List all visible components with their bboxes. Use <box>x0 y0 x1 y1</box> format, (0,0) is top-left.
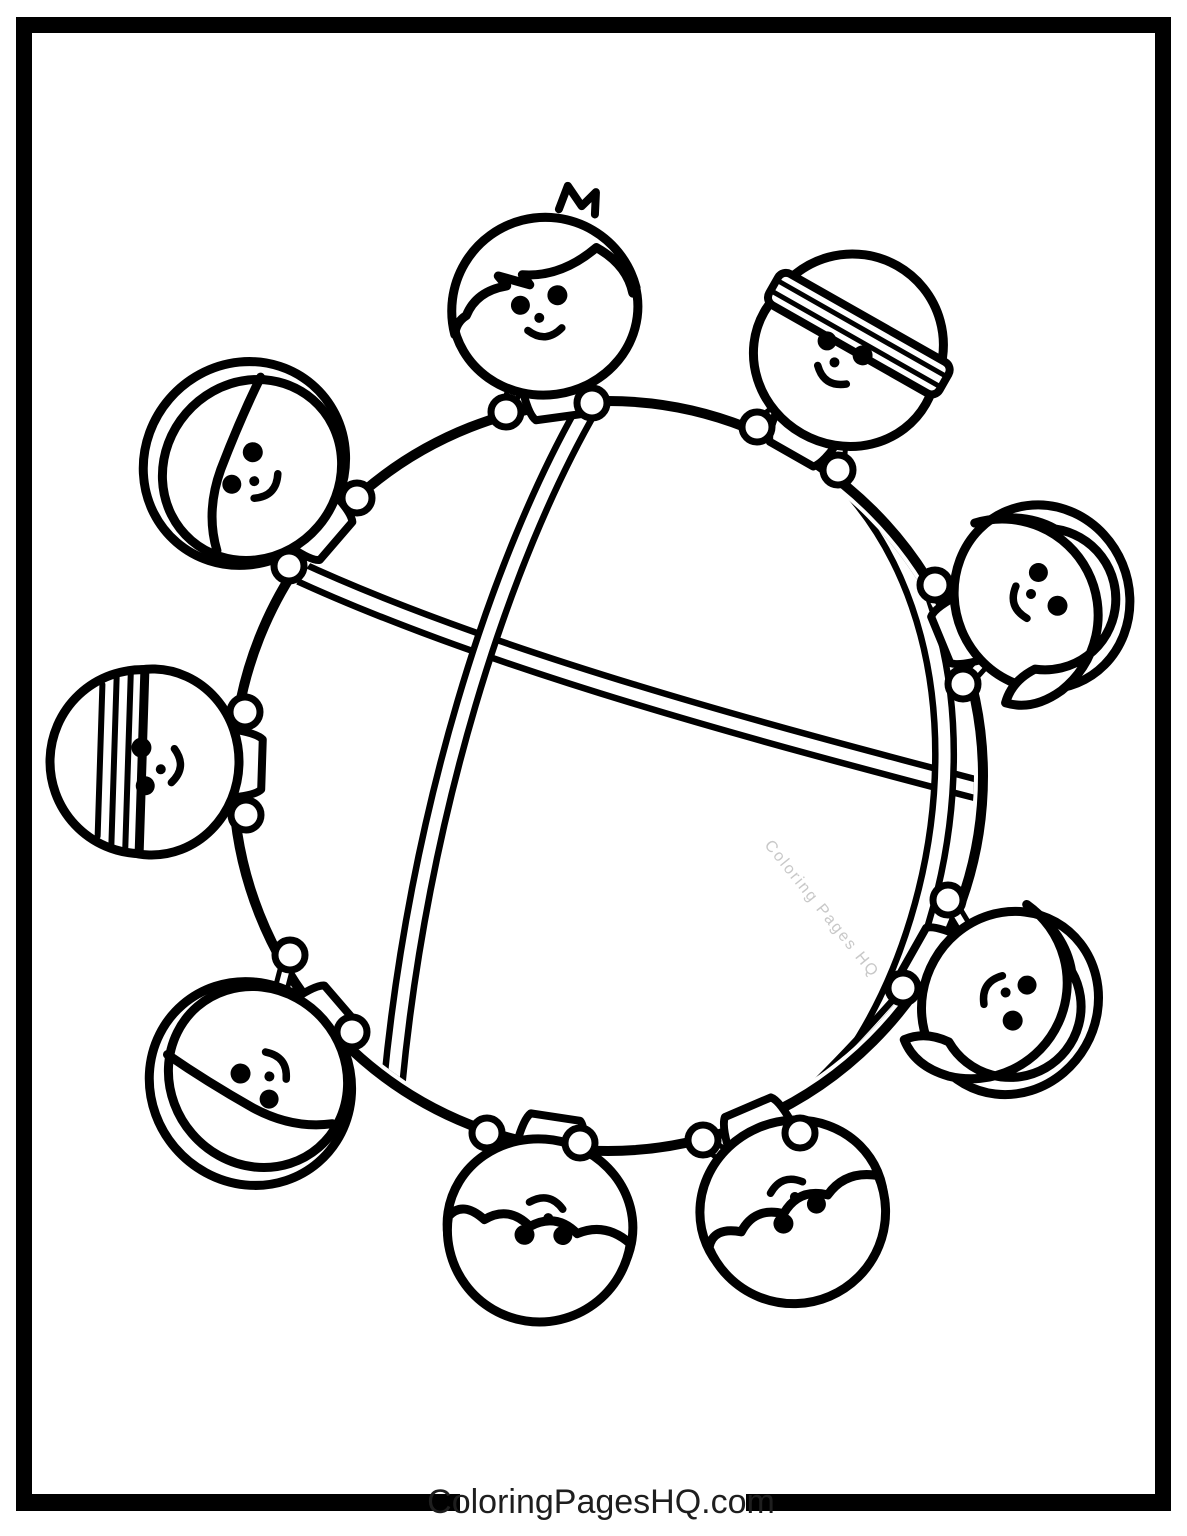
hand <box>929 881 967 919</box>
smile <box>766 1175 807 1198</box>
smile <box>979 971 1007 1009</box>
eye <box>553 1226 573 1246</box>
frame-top <box>16 17 1171 33</box>
hair-front <box>763 249 954 399</box>
hand <box>487 393 525 431</box>
child-left <box>45 664 267 860</box>
child-bottom-left <box>442 1109 638 1327</box>
hand <box>271 936 309 974</box>
hand <box>781 1114 819 1152</box>
eye <box>806 1194 826 1214</box>
frame-bottom-left <box>16 1494 460 1511</box>
eye <box>230 1063 251 1084</box>
frame-left <box>16 17 32 1511</box>
basketball <box>228 396 988 1156</box>
seam-line <box>289 564 974 798</box>
smile <box>524 324 566 341</box>
smile <box>167 744 185 787</box>
hair-front <box>704 1170 891 1309</box>
hair-front <box>899 899 1086 1084</box>
footer-site-label: ColoringPagesHQ.com <box>427 1483 775 1521</box>
hand <box>468 1114 506 1152</box>
eye <box>1017 975 1037 995</box>
nose <box>829 357 840 368</box>
children-layer <box>45 181 1135 1327</box>
eye <box>242 442 263 463</box>
hand <box>333 1013 371 1051</box>
eye <box>547 285 568 306</box>
eye <box>135 776 155 796</box>
child-top-right <box>738 249 954 489</box>
nose <box>155 764 166 775</box>
nose <box>249 476 260 487</box>
hand <box>227 796 265 834</box>
hand <box>338 479 376 517</box>
hand <box>819 451 857 489</box>
eye <box>514 1224 535 1245</box>
eye <box>1047 595 1068 616</box>
hair-front <box>45 665 150 859</box>
smile <box>250 469 282 502</box>
smile <box>1009 582 1031 623</box>
nose <box>1000 987 1011 998</box>
child-lower-right <box>884 881 1103 1100</box>
child-upper-left <box>138 357 376 585</box>
hand <box>573 384 611 422</box>
eye <box>259 1089 279 1109</box>
hand <box>226 693 264 731</box>
eye <box>1002 1010 1023 1031</box>
eye <box>510 295 530 315</box>
hair-front <box>970 513 1121 710</box>
hair-front <box>207 372 266 556</box>
hand <box>270 547 308 585</box>
hand <box>738 408 776 446</box>
hair-front <box>442 1204 635 1327</box>
smile <box>525 1194 567 1213</box>
eye <box>817 331 837 351</box>
head <box>157 375 347 565</box>
hair-front <box>447 181 641 339</box>
eye <box>222 474 242 494</box>
hand <box>944 665 982 703</box>
eye <box>131 737 152 758</box>
page-frame <box>16 17 1171 1511</box>
hand <box>684 1121 722 1159</box>
hair-front <box>163 1050 337 1130</box>
seam-line <box>387 410 598 1091</box>
child-right <box>916 500 1135 710</box>
nose <box>1026 588 1037 599</box>
nose <box>543 1213 554 1224</box>
child-lower-left <box>144 936 371 1190</box>
hand <box>884 969 922 1007</box>
hand <box>916 566 954 604</box>
eye <box>852 345 873 366</box>
eye <box>1028 563 1048 583</box>
child-top <box>447 181 643 431</box>
smile <box>261 1048 291 1083</box>
nose <box>264 1071 275 1082</box>
nose <box>789 1191 800 1202</box>
frame-right <box>1155 17 1171 1511</box>
hand <box>561 1124 599 1162</box>
eye <box>773 1213 794 1234</box>
smile <box>813 361 851 389</box>
nose <box>534 312 545 323</box>
child-bottom-right <box>684 1093 891 1309</box>
frame-bottom-right <box>746 1494 1171 1511</box>
